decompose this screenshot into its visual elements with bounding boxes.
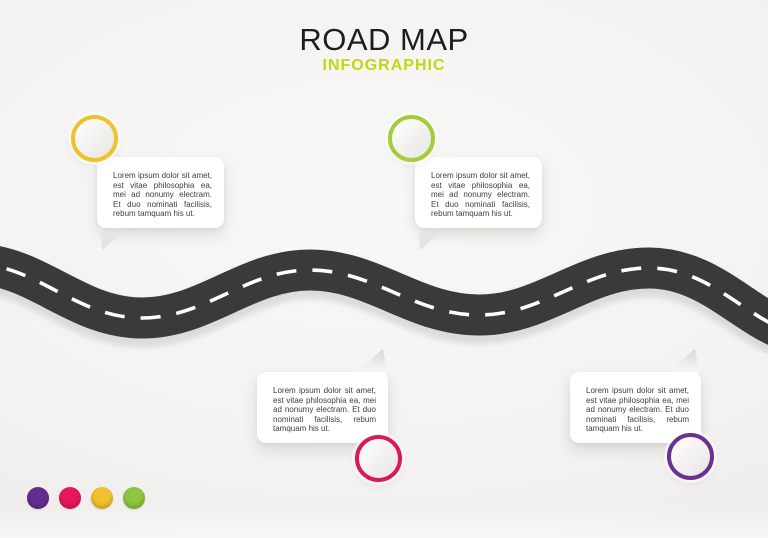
milestone-4-text: Lorem ipsum dolor sit amet, est vitae ph… xyxy=(586,386,689,434)
road-centerline xyxy=(0,265,768,324)
callout-milestone-3: Lorem ipsum dolor sit amet, est vitae ph… xyxy=(257,372,388,443)
milestone-4-ring-marker xyxy=(667,433,714,480)
milestone-1-text: Lorem ipsum dolor sit amet, est vitae ph… xyxy=(113,171,212,219)
legend-dot-pink xyxy=(59,487,81,509)
callout-milestone-1: Lorem ipsum dolor sit amet, est vitae ph… xyxy=(97,157,224,228)
road-surface xyxy=(0,246,768,345)
milestone-1-ring-marker xyxy=(71,115,118,162)
callout-milestone-4: Lorem ipsum dolor sit amet, est vitae ph… xyxy=(570,372,701,443)
page-title: ROAD MAP xyxy=(299,22,469,57)
milestone-3-text: Lorem ipsum dolor sit amet, est vitae ph… xyxy=(273,386,376,434)
legend-dot-purple xyxy=(27,487,49,509)
page-subtitle: INFOGRAPHIC xyxy=(322,57,446,74)
legend-dots xyxy=(27,487,145,509)
legend-dot-green xyxy=(123,487,145,509)
callout-milestone-2: Lorem ipsum dolor sit amet, est vitae ph… xyxy=(415,157,542,228)
header: ROAD MAP INFOGRAPHIC xyxy=(0,24,768,75)
milestone-3-ring-marker xyxy=(355,435,402,482)
milestone-2-text: Lorem ipsum dolor sit amet, est vitae ph… xyxy=(431,171,530,219)
legend-dot-yellow xyxy=(91,487,113,509)
milestone-2-ring-marker xyxy=(388,115,435,162)
